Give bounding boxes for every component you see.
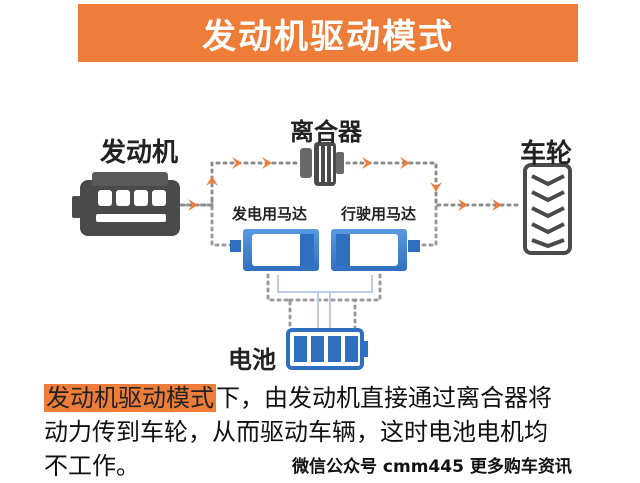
wheel-label: 车轮: [520, 139, 573, 169]
flow-arrow: [262, 157, 272, 169]
caption-line3: 不工作。: [44, 452, 140, 480]
generator-motor-label: 发电用马达: [232, 205, 308, 223]
title-banner: 发动机驱动模式: [78, 4, 578, 62]
drive-motor-icon: [329, 227, 420, 273]
caption-line1: 下，由发动机直接通过离合器将: [216, 384, 552, 412]
flow-arrow: [362, 157, 372, 169]
drive-motor-label: 行驶用马达: [341, 205, 417, 223]
inactive-wires: [277, 275, 373, 330]
engine-label: 发动机: [100, 138, 179, 168]
flow-arrow: [430, 182, 442, 192]
generator-motor-icon: [230, 227, 321, 273]
power-flow-path: [180, 161, 522, 207]
diagram-title: 发动机驱动模式: [202, 16, 454, 57]
battery-icon: [286, 328, 368, 370]
caption-text: 发动机驱动模式下，由发动机直接通过离合器将 动力传到车轮，从而驱动车辆，这时电池…: [44, 381, 624, 483]
caption-highlight: 发动机驱动模式: [44, 384, 216, 412]
flow-arrow: [400, 157, 410, 169]
engine-icon: [72, 172, 180, 236]
flow-arrow: [188, 199, 198, 211]
caption-line2: 动力传到车轮，从而驱动车辆，这时电池电机均: [44, 418, 548, 446]
watermark-text: 微信公众号 cmm445 更多购车资讯: [292, 457, 572, 477]
flow-arrow: [206, 176, 218, 186]
battery-label: 电池: [228, 346, 276, 374]
flow-arrow: [492, 199, 502, 211]
clutch-icon: [300, 142, 344, 186]
drive-mode-diagram: [72, 142, 572, 370]
flow-arrow: [232, 157, 242, 169]
power-flow-arrows: [188, 157, 502, 211]
wheel-icon: [523, 163, 572, 255]
flow-arrow: [458, 199, 468, 211]
clutch-label: 离合器: [290, 118, 362, 146]
